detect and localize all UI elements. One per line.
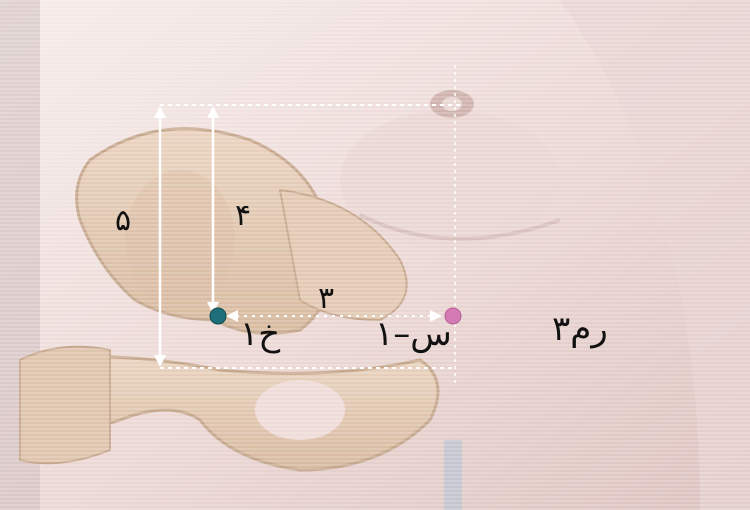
point-left-marker <box>210 308 226 324</box>
label-point-left: خ۱ <box>240 314 280 354</box>
label-3: ۳ <box>318 281 334 316</box>
label-4: ۴ <box>235 198 251 233</box>
label-5: ۵ <box>115 203 131 238</box>
label-point-right: رم۳ <box>552 309 608 349</box>
label-separator: س–۱ <box>375 314 452 354</box>
